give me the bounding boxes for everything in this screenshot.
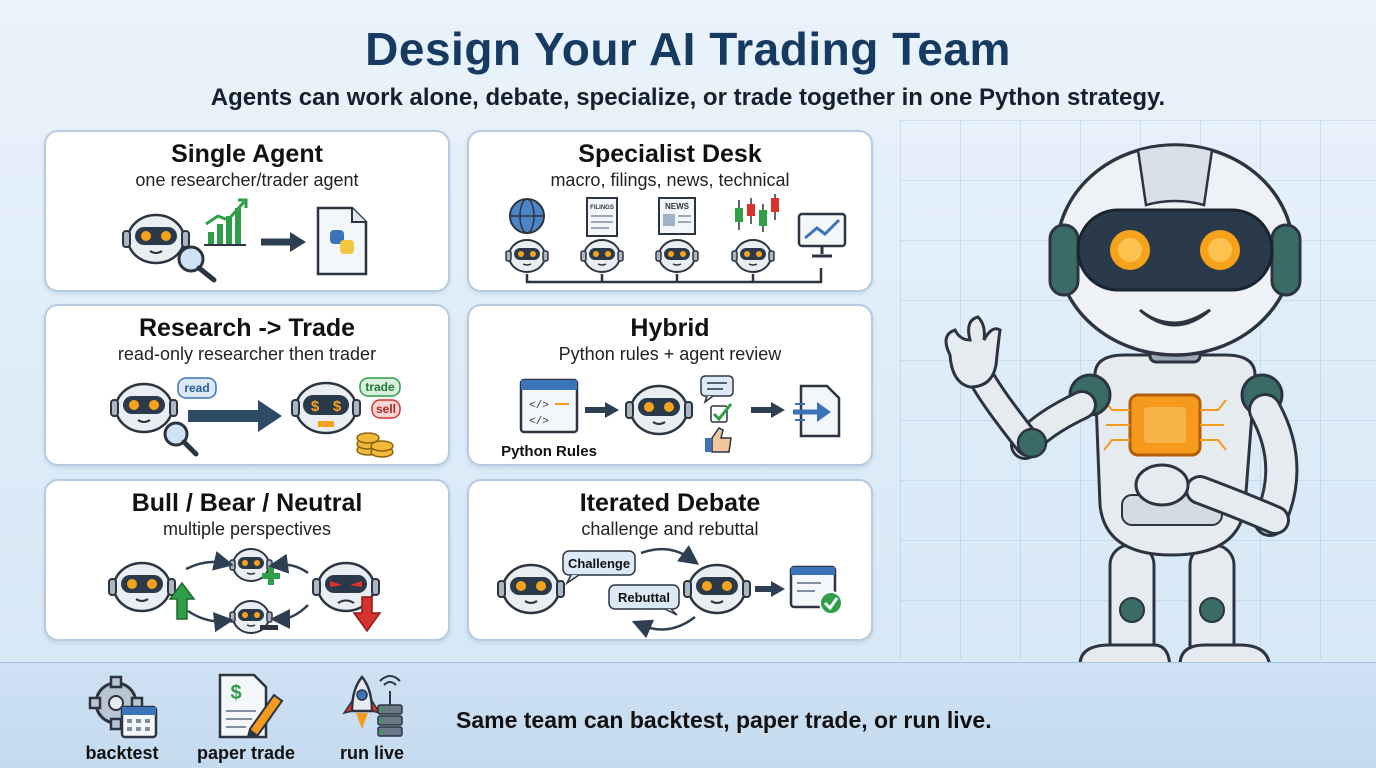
card-subtitle: one researcher/trader agent: [135, 170, 359, 190]
card-title: Specialist Desk: [578, 140, 762, 168]
challenge-bubble: Challenge: [562, 550, 636, 586]
rocket-server-icon: [342, 675, 403, 737]
plus-icon: [262, 567, 280, 585]
robot-icon: [580, 239, 624, 273]
card-subtitle: read-only researcher then trader: [117, 344, 377, 364]
svg-text:$: $: [230, 682, 241, 704]
debate-arrows: [631, 545, 700, 639]
minus-icon: [260, 625, 278, 630]
up-arrow-icon: [168, 581, 196, 620]
robot-mascot-icon: [944, 143, 1302, 724]
news-label: NEWS: [665, 202, 690, 211]
chat-bubble-icon: [700, 375, 734, 405]
arrow-right-icon: [261, 232, 306, 252]
sell-label: sell: [376, 402, 396, 416]
card-title: Hybrid: [630, 314, 710, 342]
candlestick-chart-icon: [735, 194, 779, 232]
mode-label: paper trade: [196, 743, 296, 763]
svg-text:$: $: [311, 398, 320, 415]
card-subtitle: multiple perspectives: [162, 519, 332, 539]
read-tag: read: [177, 377, 217, 399]
coins-icon: [356, 432, 394, 458]
card-subtitle: macro, filings, news, technical: [550, 170, 790, 190]
read-label: read: [184, 381, 209, 395]
export-document-icon: [793, 384, 841, 438]
python-file-icon: [316, 206, 368, 276]
newspaper-icon: NEWS: [658, 197, 696, 235]
mode-label: backtest: [85, 743, 159, 763]
robot-icon: [731, 239, 775, 273]
growth-chart-icon: [204, 198, 248, 246]
mode-run-live: run live: [302, 671, 442, 767]
checkbox-icon: [710, 403, 733, 423]
card-title: Bull / Bear / Neutral: [131, 489, 363, 517]
robot-icon: [505, 239, 549, 273]
down-arrow-icon: [352, 596, 382, 633]
card-hybrid: Hybrid Python rules + agent review </> <…: [467, 304, 873, 466]
card-bull-bear-neutral: Bull / Bear / Neutral multiple perspecti…: [44, 479, 450, 641]
magnifier-icon: [177, 245, 217, 283]
mode-backtest: backtest: [52, 671, 192, 767]
connector-lines: [525, 268, 823, 284]
svg-text:</>: </>: [529, 416, 549, 428]
debater-robot-right-icon: [682, 563, 752, 615]
svg-text:$: $: [333, 398, 342, 415]
sell-tag: sell: [371, 399, 401, 419]
card-title: Single Agent: [171, 140, 323, 168]
rebuttal-bubble: Rebuttal: [608, 584, 680, 616]
robot-icon: [655, 239, 699, 273]
globe-icon: [509, 198, 545, 234]
card-subtitle: challenge and rebuttal: [581, 519, 759, 539]
footer-tagline: Same team can backtest, paper trade, or …: [456, 707, 992, 733]
page-subtitle: Agents can work alone, debate, specializ…: [210, 84, 1166, 111]
card-iterated-debate: Iterated Debate challenge and rebuttal C…: [467, 479, 873, 641]
filings-label: FILINGS: [590, 205, 614, 211]
bull-robot-icon: [107, 561, 177, 613]
card-single-agent: Single Agent one researcher/trader agent: [44, 130, 450, 292]
gear-calendar-icon: [88, 675, 158, 739]
arrow-right-icon: [751, 402, 785, 418]
python-rules-label: Python Rules: [501, 443, 597, 460]
trade-tag: trade: [359, 377, 401, 397]
code-window-icon: </> </>: [519, 378, 579, 434]
mode-label: run live: [339, 743, 405, 763]
card-title: Iterated Debate: [579, 489, 761, 517]
filings-document-icon: FILINGS: [586, 197, 618, 237]
svg-text:</>: </>: [529, 400, 549, 412]
mode-paper-trade: $ paper trade: [176, 671, 316, 767]
arrow-right-icon: [755, 581, 785, 597]
reviewer-robot-icon: [624, 384, 694, 436]
page-title: Design Your AI Trading Team: [365, 23, 1011, 75]
card-specialist-desk: Specialist Desk macro, filings, news, te…: [467, 130, 873, 292]
approved-report-icon: [789, 565, 843, 615]
magnifier-icon: [163, 421, 199, 457]
arrow-right-icon: [188, 400, 282, 432]
document-pencil-icon: $: [218, 673, 284, 739]
bear-robot-icon: [312, 561, 380, 613]
thumbs-up-icon: [705, 427, 732, 453]
rebuttal-label: Rebuttal: [618, 590, 670, 605]
bottom-bar: backtest $ paper trade: [0, 662, 1376, 768]
trade-label: trade: [365, 380, 395, 394]
researcher-robot-icon: [109, 382, 179, 434]
card-title: Research -> Trade: [138, 314, 356, 342]
card-subtitle: Python rules + agent review: [558, 344, 782, 364]
trader-robot-icon: $ $: [291, 381, 361, 435]
arrow-right-icon: [585, 402, 619, 418]
challenge-label: Challenge: [568, 556, 630, 571]
cycle-arrows: [185, 551, 309, 633]
monitor-chart-icon: [797, 212, 847, 258]
card-research-trade: Research -> Trade read-only researcher t…: [44, 304, 450, 466]
debater-robot-left-icon: [496, 563, 566, 615]
